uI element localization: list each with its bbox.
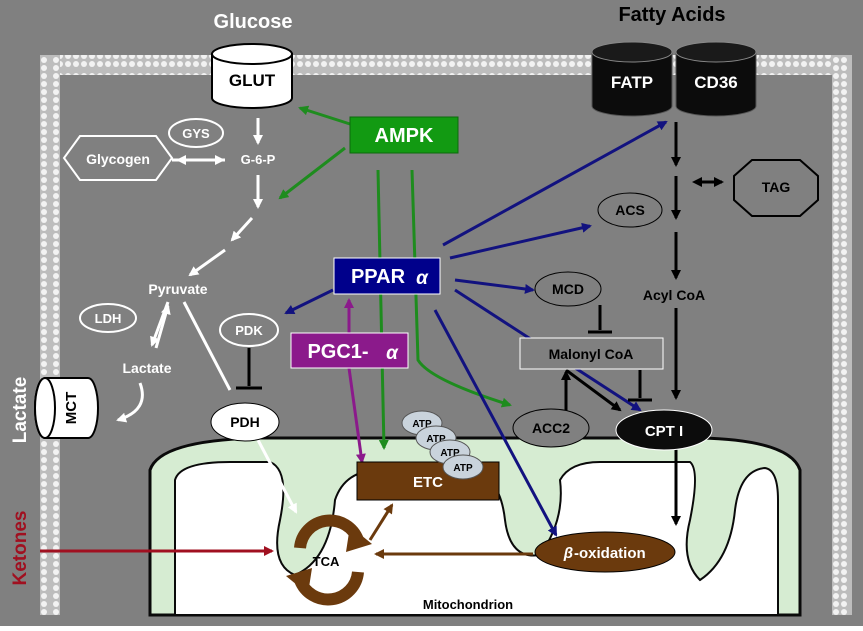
svg-text:ATP: ATP — [412, 419, 432, 430]
malonyl-coa-node: Malonyl CoA — [519, 337, 664, 370]
pgc1-label: PGC1- — [307, 341, 368, 363]
atp-cluster: ATP ATP ATP ATP — [401, 410, 484, 480]
ppar-label: PPAR — [351, 266, 406, 288]
mcd-enzyme: MCD — [534, 271, 602, 307]
pdk-enzyme: PDK — [219, 313, 279, 347]
pgc1-arrows — [344, 298, 366, 464]
ldh-enzyme: LDH — [79, 303, 137, 333]
gys-label: GYS — [182, 126, 210, 141]
acc2-enzyme: ACC2 — [512, 408, 590, 448]
gys-enzyme: GYS — [168, 118, 224, 148]
lactate-side-label: Lactate — [10, 377, 31, 444]
malonyl-inhibition — [628, 370, 652, 402]
mct-transporter: MCT — [34, 377, 99, 439]
mcd-label: MCD — [552, 281, 584, 297]
pdk-label: PDK — [235, 323, 263, 338]
glycogen-node: Glycogen — [62, 135, 174, 181]
tag-node: TAG — [733, 159, 819, 217]
acc2-label: ACC2 — [532, 420, 570, 436]
glut-label: GLUT — [229, 71, 276, 90]
ldh-label: LDH — [95, 311, 122, 326]
ampk-node: AMPK — [349, 116, 459, 154]
mitochondrion-label: Mitochondrion — [423, 597, 513, 612]
svg-text:ATP: ATP — [440, 448, 460, 459]
lactate-label: Lactate — [122, 360, 171, 376]
glucose-title: Glucose — [214, 11, 293, 33]
tca-cycle: TCA — [286, 514, 372, 606]
pdh-enzyme: PDH — [210, 402, 280, 442]
beta-oxidation-label: -oxidation — [574, 545, 646, 562]
mct-label: MCT — [63, 392, 80, 425]
acs-enzyme: ACS — [597, 192, 663, 228]
tag-label: TAG — [762, 179, 791, 195]
svg-text:ATP: ATP — [426, 434, 446, 445]
etc-label: ETC — [413, 474, 443, 491]
beta-symbol: β — [563, 545, 573, 562]
glut-transporter: GLUT — [211, 43, 293, 109]
tca-arrows — [368, 503, 533, 559]
cpt1-label: CPT I — [645, 423, 683, 440]
pdk-inhibition — [236, 348, 262, 390]
pgc1-alpha-node: PGC1- α — [290, 332, 409, 369]
atp-badge: ATP — [442, 454, 484, 480]
ampk-label: AMPK — [375, 125, 434, 147]
acs-label: ACS — [615, 202, 645, 218]
fatty-acid-pathway-arrows — [561, 122, 724, 526]
fatp-label: FATP — [611, 73, 653, 92]
ampk-arrows — [278, 105, 512, 450]
cpt1-node: CPT I — [615, 409, 713, 451]
pyruvate-label: Pyruvate — [148, 281, 207, 297]
mcd-inhibition — [588, 305, 612, 334]
acyl-coa-label: Acyl CoA — [643, 287, 705, 303]
mitochondrion: Mitochondrion — [148, 436, 802, 617]
fatp-transporter: FATP — [591, 41, 673, 117]
cd36-label: CD36 — [694, 73, 737, 92]
svg-text:ATP: ATP — [453, 463, 473, 474]
fatty-acids-title: Fatty Acids — [618, 4, 725, 26]
g6p-label: G-6-P — [241, 152, 276, 167]
tca-label: TCA — [313, 554, 340, 569]
ketones-side-label: Ketones — [10, 511, 31, 586]
ppar-alpha-node: PPAR α — [333, 257, 441, 295]
glucose-pathway-arrows — [116, 118, 298, 514]
beta-oxidation-node: β -oxidation — [534, 531, 676, 573]
pdh-label: PDH — [230, 414, 260, 430]
malonyl-coa-label: Malonyl CoA — [549, 346, 634, 362]
cd36-transporter: CD36 — [675, 41, 757, 117]
ppar-alpha-symbol: α — [416, 268, 429, 289]
pgc1-alpha-symbol: α — [386, 343, 399, 364]
glycogen-label: Glycogen — [86, 151, 150, 167]
